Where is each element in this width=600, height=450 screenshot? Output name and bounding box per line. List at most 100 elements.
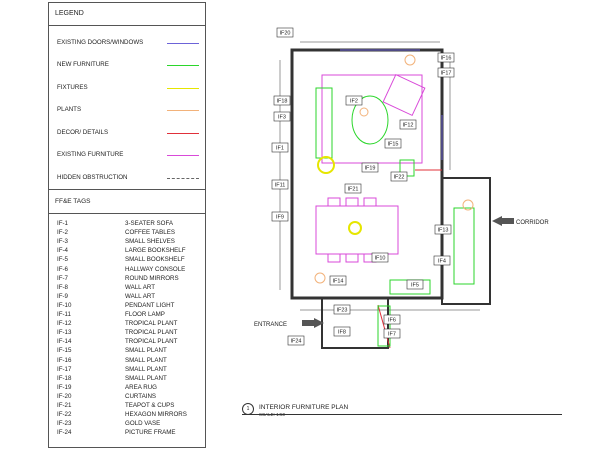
chair [345, 253, 359, 263]
chair [327, 253, 341, 263]
fixtures [317, 156, 362, 235]
coffee-table [351, 95, 389, 145]
legend-swatch [167, 178, 199, 179]
entrance-arrow [314, 318, 324, 328]
ffe-tag-name: SMALL PLANT [125, 356, 167, 364]
legend-row-fixtures: FIXTURES [57, 83, 202, 93]
plan-tag-box [384, 138, 402, 149]
plan-tag-box [383, 328, 401, 339]
ffe-tag-id: IF-20 [57, 392, 72, 400]
plan-title: INTERIOR FURNITURE PLAN [259, 404, 349, 411]
plan-tag-label: IF18 [276, 99, 287, 105]
plan-tag-box [345, 95, 363, 106]
plan-tag-label: IF9 [276, 215, 284, 221]
ffe-tag-row: IF-10 PENDANT LIGHT [57, 301, 202, 310]
floor-lamp [317, 156, 335, 174]
legend-row-hidden: HIDDEN OBSTRUCTION [57, 173, 202, 183]
ffe-tag-id: IF-13 [57, 329, 72, 337]
legend-divider [49, 25, 205, 26]
ffe-tag-name: WALL ART [125, 292, 156, 300]
ffe-tag-name: TROPICAL PLANT [125, 329, 178, 337]
legend-row-doors: EXISTING DOORS/WINDOWS [57, 38, 202, 48]
side-room-walls [441, 177, 491, 305]
plan-tag-label: IF13 [437, 228, 448, 234]
dining-table [315, 205, 399, 255]
plan-tag: IF20 [276, 27, 294, 38]
ffe-tag-name: TEAPOT & CUPS [125, 402, 175, 409]
chair [345, 197, 359, 207]
plan-tag-box [271, 179, 289, 190]
plan-tag-label: IF20 [279, 31, 290, 37]
plan-tag-box [276, 27, 294, 38]
ffe-tag-name: SMALL SHELVES [125, 238, 175, 246]
legend-row-existing-furniture: EXISTING FURNITURE [57, 150, 202, 160]
plan-tag: IF23 [333, 304, 351, 315]
legend-panel: LEGEND EXISTING DOORS/WINDOWS NEW FURNIT… [48, 2, 206, 448]
ffe-tag-id: IF-18 [57, 374, 72, 382]
ffe-tag-name: PENDANT LIGHT [125, 301, 175, 309]
ffe-tag-id: IF-12 [57, 320, 72, 328]
plant [462, 199, 474, 211]
entrance-label: ENTRANCE [254, 322, 287, 328]
plan-tag-box [271, 211, 289, 222]
plant [314, 272, 326, 284]
ffe-tag-id: IF-15 [57, 347, 72, 355]
ffe-tag-row: IF-3 SMALL SHELVES [57, 237, 202, 246]
plan-tag-label: IF17 [440, 71, 451, 77]
plan-tag: IF11 [271, 179, 289, 190]
ffe-tag-id: IF-22 [57, 411, 72, 419]
ffe-tag-id: IF-1 [57, 220, 69, 227]
legend-swatch [167, 43, 199, 44]
ffe-tag-name: COFFEE TABLES [125, 229, 175, 237]
sofa-zone [321, 74, 423, 164]
plan-tag-label: IF10 [374, 256, 385, 262]
ffe-tag-id: IF-24 [57, 429, 72, 437]
plan-tag-label: IF16 [440, 56, 451, 62]
plan-tag: IF15 [384, 138, 402, 149]
plan-tag: IF17 [437, 67, 455, 78]
legend-swatch [167, 110, 199, 111]
plan-tag: IF18 [273, 95, 291, 106]
legend-row-plants: PLANTS [57, 105, 202, 115]
ffe-tag-id: IF-19 [57, 383, 72, 391]
plan-tag-box [287, 335, 305, 346]
plan-tag-box [434, 224, 452, 235]
legend-divider [49, 189, 205, 190]
hallway-console [377, 305, 391, 347]
plan-tag-box [433, 255, 451, 266]
plan-tag-box [371, 252, 389, 263]
ffe-tag-id: IF-14 [57, 338, 72, 346]
plan-tag: IF13 [434, 224, 452, 235]
ffe-tag-id: IF-3 [57, 238, 69, 246]
ffe-tag-name: CURTAINS [125, 392, 157, 400]
ffe-tag-row: IF-12 TROPICAL PLANT [57, 319, 202, 328]
plants [314, 54, 474, 284]
plan-tag: IF7 [383, 328, 401, 339]
ffe-tag-name: TROPICAL PLANT [125, 320, 178, 328]
legend-swatch [167, 155, 199, 156]
ffe-tag-name: SMALL BOOKSHELF [125, 256, 185, 264]
ffe-tag-name: TROPICAL PLANT [125, 338, 178, 346]
plan-tag-box [333, 304, 351, 315]
plan-tag: IF19 [361, 162, 379, 173]
plan-tag-label: IF23 [336, 308, 347, 314]
plan-tag-label: IF7 [388, 332, 396, 338]
ffe-tag-id: IF-10 [57, 301, 72, 309]
legend-row-decor: DECOR/ DETAILS [57, 128, 202, 138]
chair [363, 197, 377, 207]
plan-tag-box [390, 171, 408, 182]
pendant-light [348, 221, 362, 235]
plan-tag-box [361, 162, 379, 173]
title-underline [242, 414, 562, 415]
plan-tag: IF2 [345, 95, 363, 106]
tag-layer: IF20IF16IF17IF18IF3IF2IF12IF15IF1IF19IF1… [271, 27, 455, 346]
